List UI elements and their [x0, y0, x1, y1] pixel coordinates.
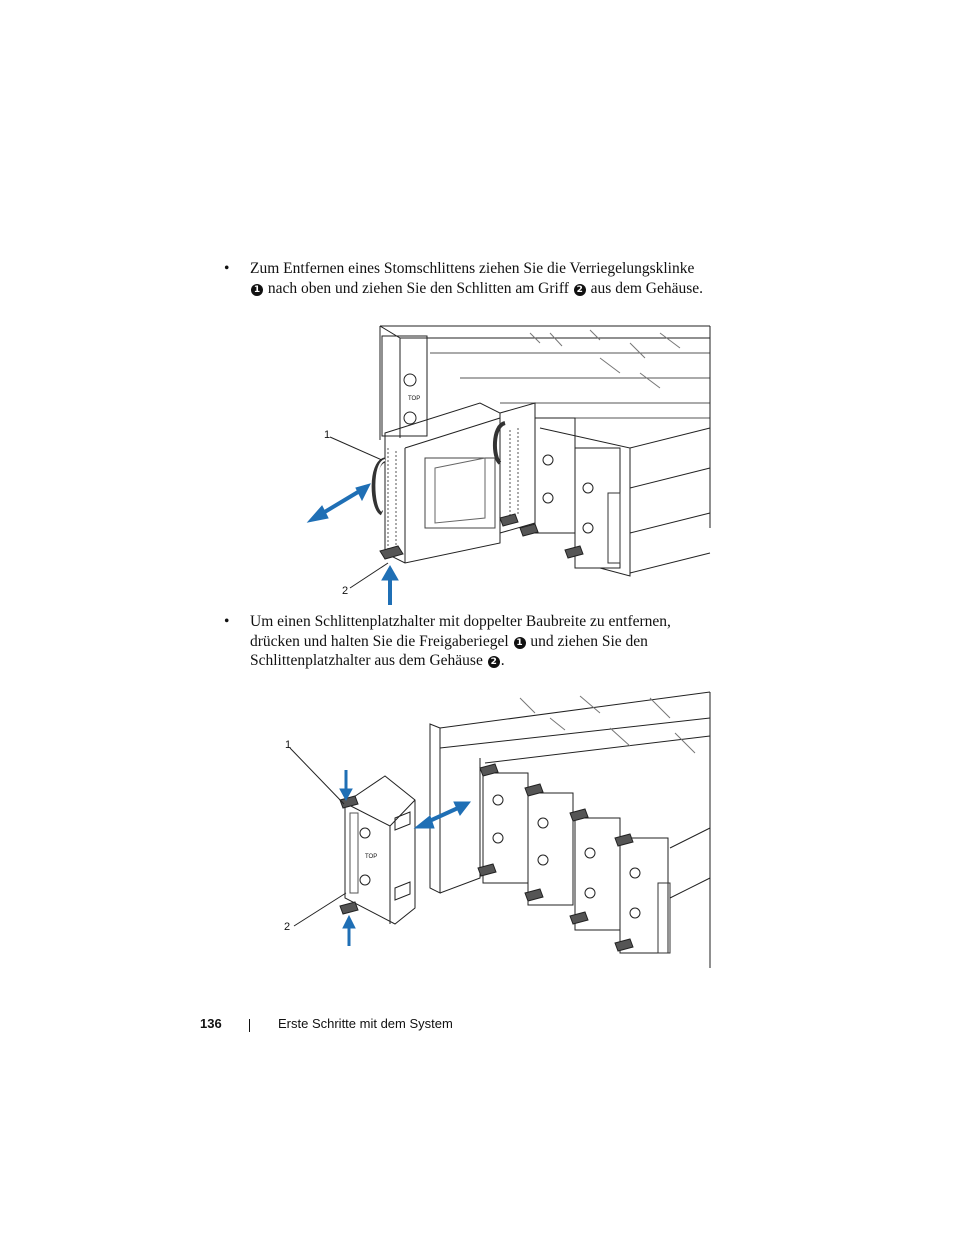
instruction-2-line-2a: drücken und halten Sie die Freigaberiege…	[250, 632, 509, 650]
instruction-1-line-2a: nach oben und ziehen Sie den Schlitten a…	[267, 279, 569, 297]
figure1-top-label: TOP	[408, 396, 420, 402]
callout-marker-1: 1	[513, 636, 526, 649]
instruction-text-1: Zum Entfernen eines Stomschlittens ziehe…	[250, 259, 730, 298]
instruction-2-line-3b: .	[500, 652, 505, 669]
figure2-callout-2: 2	[284, 921, 290, 933]
page-footer: 136 Erste Schritte mit dem System	[0, 1016, 954, 1036]
figure-blank-removal: 1 2 TOP	[284, 691, 711, 968]
instruction-2-line-3: Schlittenplatzhalter aus dem Gehäuse 2.	[250, 651, 730, 671]
figure2-callout-1: 1	[285, 739, 291, 751]
instruction-1-line-2b: aus dem Gehäuse.	[590, 279, 703, 297]
figure-power-sled-removal: 1 2 TOP	[306, 325, 711, 605]
section-title: Erste Schritte mit dem System	[278, 1016, 453, 1031]
figure1-callout-2: 1	[324, 429, 330, 441]
instruction-2-line-2b: und ziehen Sie den	[530, 632, 648, 650]
instruction-2-line-3a: Schlittenplatzhalter aus dem Gehäuse	[250, 652, 483, 669]
instruction-2-line-2: drücken und halten Sie die Freigaberiege…	[250, 632, 730, 652]
callout-marker-2: 2	[573, 283, 586, 296]
instruction-text-2: Um einen Schlittenplatzhalter mit doppel…	[250, 612, 730, 671]
instruction-2-line-1: Um einen Schlittenplatzhalter mit doppel…	[250, 613, 671, 630]
callout-marker-1: 1	[251, 283, 263, 296]
figure2-top-label: TOP	[365, 854, 377, 860]
bullet-symbol: •	[224, 260, 230, 277]
footer-separator	[249, 1019, 250, 1032]
callout-marker-2: 2	[487, 656, 500, 668]
page-number: 136	[200, 1016, 222, 1031]
instruction-1-line-2: 1 nach oben und ziehen Sie den Schlitten…	[250, 279, 730, 299]
instruction-1-line-1: Zum Entfernen eines Stomschlittens ziehe…	[250, 260, 695, 277]
bullet-symbol: •	[224, 613, 230, 630]
figure1-callout-1: 2	[342, 585, 348, 597]
